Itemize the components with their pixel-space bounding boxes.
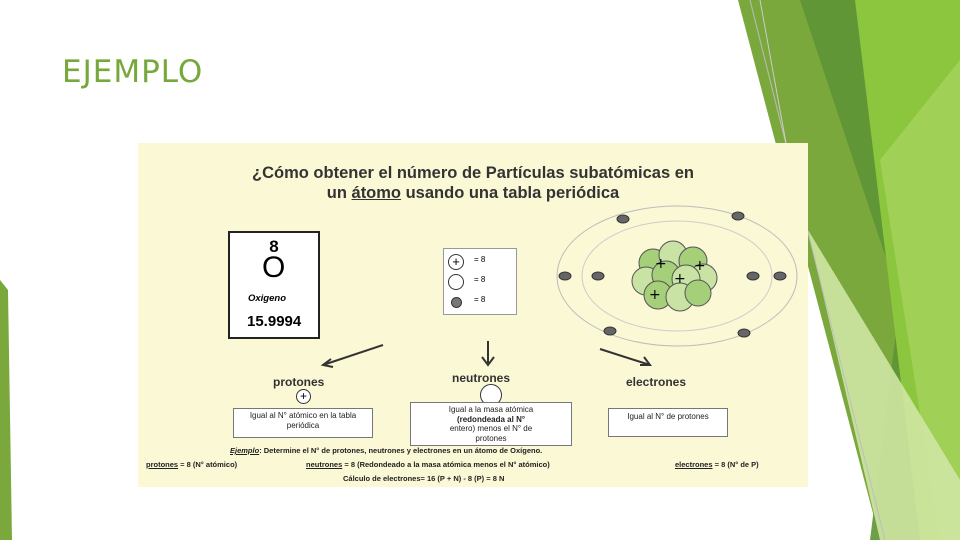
svg-text:+: +: [649, 287, 661, 303]
example-statement: Ejemplo: Determine el N° de protones, ne…: [230, 446, 542, 455]
term: protones: [146, 460, 179, 469]
atom-illustration: + + + +: [556, 205, 798, 347]
term: neutrones: [306, 460, 343, 469]
arrows: [320, 341, 652, 368]
element-symbol: O: [262, 251, 286, 284]
svg-text:+: +: [674, 271, 686, 287]
neutrons-desc-line: protones: [475, 433, 507, 443]
title-part: un: [326, 184, 352, 202]
electrons-description: Igual al N° de protones: [608, 408, 728, 437]
legend-protons-value: = 8: [474, 255, 486, 264]
legend-neutrons-value: = 8: [474, 275, 486, 284]
figure-title-line-2: un átomo usando una tabla periódica: [138, 183, 808, 203]
term: electrones: [675, 460, 713, 469]
neutrons-desc-line: (redondeada al N°: [456, 414, 526, 424]
slide-title: EJEMPLO: [62, 54, 204, 90]
example-label: Ejemplo: [230, 446, 260, 455]
electron-dots: [558, 211, 787, 338]
protons-label: protones: [273, 375, 325, 389]
neutrons-desc-line: Igual a la masa atómica: [448, 405, 534, 414]
atomic-number: 8: [269, 237, 279, 256]
title-underlined-word: átomo: [351, 184, 402, 202]
particle-legend: + = 8 = 8 = 8: [443, 248, 517, 315]
term-value: = 8 (Redondeado a la masa atómica menos …: [342, 460, 550, 469]
svg-text:+: +: [694, 258, 706, 274]
example-neutrons: neutrones = 8 (Redondeado a la masa atóm…: [306, 460, 550, 469]
term-value: = 8 (N° de P): [712, 460, 759, 469]
atomic-mass: 15.9994: [247, 313, 302, 330]
neutrons-label: neutrones: [452, 371, 511, 385]
proton-icon: +: [296, 389, 311, 404]
title-part: usando una tabla periódica: [401, 184, 620, 202]
figure-title-line-1: ¿Cómo obtener el número de Partículas su…: [252, 164, 694, 182]
example-protons: protones = 8 (N° atómico): [146, 460, 237, 469]
example-electrons: electrones = 8 (N° de P): [675, 460, 759, 469]
nucleus-icon: + + + +: [631, 240, 718, 312]
subatomic-particles-figure: ¿Cómo obtener el número de Partículas su…: [138, 143, 808, 487]
element-name: Oxigeno: [248, 293, 287, 304]
example-calculation: Cálculo de electrones= 16 (P + N) - 8 (P…: [343, 474, 505, 483]
figure-title: ¿Cómo obtener el número de Partículas su…: [138, 163, 808, 203]
svg-text:+: +: [655, 256, 667, 272]
protons-description: Igual al N° atómico en la tabla periódic…: [233, 408, 373, 438]
neutron-icon: [448, 274, 464, 290]
electron-icon: [451, 297, 462, 308]
neutrons-desc-line: entero) menos el N° de: [449, 424, 533, 433]
example-text: : Determine el N° de protones, neutrones…: [259, 446, 543, 455]
proton-icon: +: [448, 254, 464, 270]
electrons-label: electrones: [626, 375, 687, 389]
legend-electrons-value: = 8: [474, 295, 486, 304]
element-card-oxygen: 8 O Oxigeno 15.9994: [228, 231, 320, 339]
neutrons-description: Igual a la masa atómica (redondeada al N…: [410, 402, 572, 446]
term-value: = 8 (N° atómico): [178, 460, 238, 469]
